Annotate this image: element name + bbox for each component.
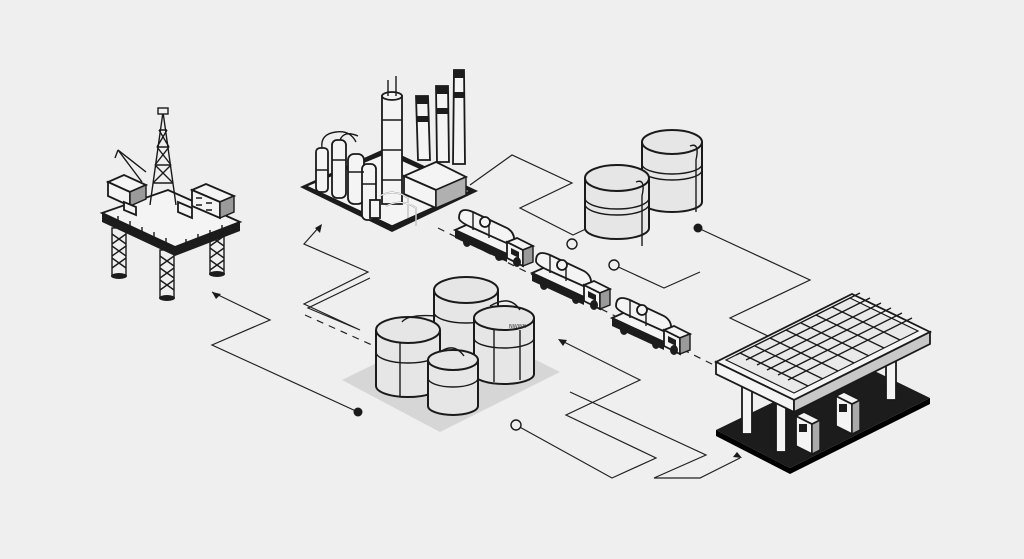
tank-label: NWWK <box>509 324 527 330</box>
tanker-truck-icon <box>452 209 536 268</box>
storage-tanks-icon: NWWK <box>342 276 560 432</box>
connector-dot-open <box>608 259 620 271</box>
arrow-head-icon <box>733 452 742 458</box>
connector-dot-open <box>510 419 522 431</box>
storage-tanks-icon <box>584 129 703 246</box>
connectors <box>210 154 812 479</box>
offshore-oil-rig-icon <box>99 107 243 301</box>
fuel-pump-icon <box>833 390 863 436</box>
connector-storage-to-station <box>515 339 658 479</box>
connector-storage-to-refinery <box>302 225 371 331</box>
connector-dot-open <box>566 238 578 250</box>
connector-tanks-to-station <box>697 227 812 338</box>
connector-dot <box>693 223 703 233</box>
arrow-head-icon <box>315 224 322 233</box>
arrow-head-icon <box>558 339 567 346</box>
refinery-icon <box>300 69 478 232</box>
tanker-truck-icon <box>529 252 613 311</box>
arrow-head-icon <box>212 292 221 299</box>
connector-refinery-to-tanks <box>469 154 606 236</box>
connector-trucks-loop <box>613 264 701 289</box>
gas-station-icon <box>713 292 933 474</box>
tanker-trucks <box>452 209 693 356</box>
fuel-pump-icon <box>793 410 823 456</box>
connector-to-station <box>569 391 741 479</box>
connector-storage-to-rig <box>210 291 359 413</box>
connector-dot <box>353 407 363 417</box>
tanker-truck-icon <box>609 297 693 356</box>
